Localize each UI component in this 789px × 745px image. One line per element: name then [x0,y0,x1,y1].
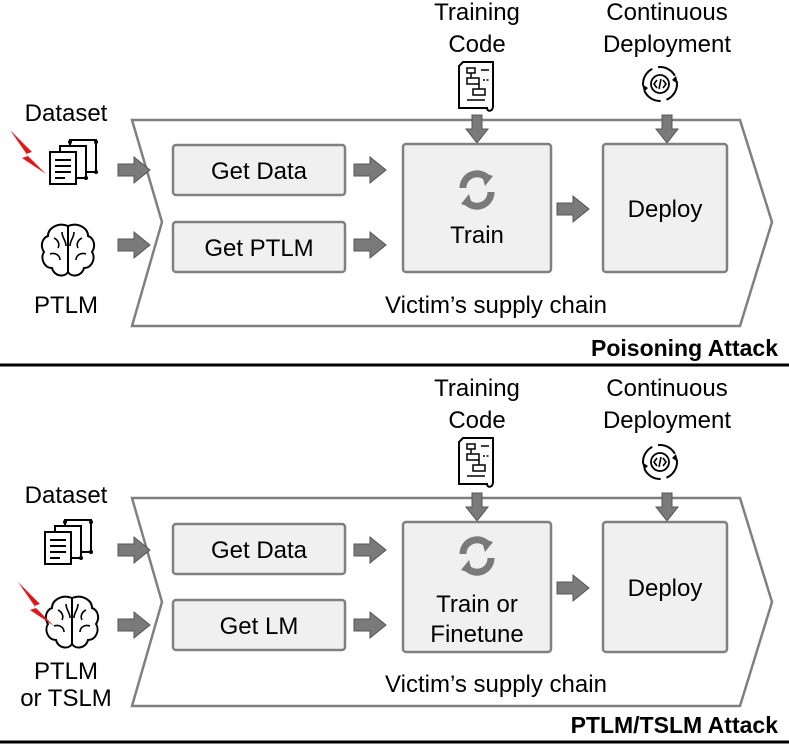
deploy-label: Deploy [628,196,703,223]
ptlm-label: PTLM [34,292,98,319]
train-box [401,520,553,654]
get-model-label: Get PTLM [204,235,313,262]
supply-chain-label: Victim’s supply chain [385,292,607,319]
training-code-icon [458,61,494,112]
train-label: Train [450,222,504,249]
panel-title: PTLM/TSLM Attack [571,712,779,738]
training-code-label-1: Training [434,0,520,26]
training-code-label-2: Code [448,407,505,434]
dataset-label: Dataset [25,482,108,509]
dataset-icon [49,139,99,185]
deployment-label-2: Deployment [603,31,731,58]
get-model-label: Get LM [220,613,299,640]
ptlm-label: PTLM [34,658,98,685]
get-data-box [171,143,347,197]
panel-title: Poisoning Attack [591,335,778,361]
training-code-label-1: Training [434,375,520,402]
get-data-box [171,522,347,576]
lightning-attack-icon [10,130,46,174]
train-label-1: Train or [436,591,518,618]
brain-icon [44,595,100,649]
continuous-deployment-icon [641,444,679,480]
right-arrow-icon [117,611,151,639]
brain-icon [40,223,96,277]
train-label-2: Finetune [430,621,523,648]
supply-chain-label: Victim’s supply chain [385,671,607,698]
deployment-label-2: Deployment [603,407,731,434]
panel-poisoning: Training Code Continuous Deployment Data… [0,0,789,367]
get-data-label: Get Data [211,158,308,185]
training-code-label-2: Code [448,31,505,58]
dataset-label: Dataset [25,100,108,127]
get-data-label: Get Data [211,537,308,564]
get-model-box [171,598,347,652]
panel-ptlm-tslm: Training Code Continuous Deployment Data… [0,375,789,744]
deploy-box [601,142,729,274]
get-model-box [171,220,347,274]
tslm-label: or TSLM [20,685,112,712]
deploy-box [601,520,729,654]
training-code-icon [458,437,494,488]
deployment-label-1: Continuous [606,375,727,402]
right-arrow-icon [117,231,151,259]
continuous-deployment-icon [641,66,679,102]
deploy-label: Deploy [628,575,703,602]
dataset-icon [44,519,94,565]
deployment-label-1: Continuous [606,0,727,26]
